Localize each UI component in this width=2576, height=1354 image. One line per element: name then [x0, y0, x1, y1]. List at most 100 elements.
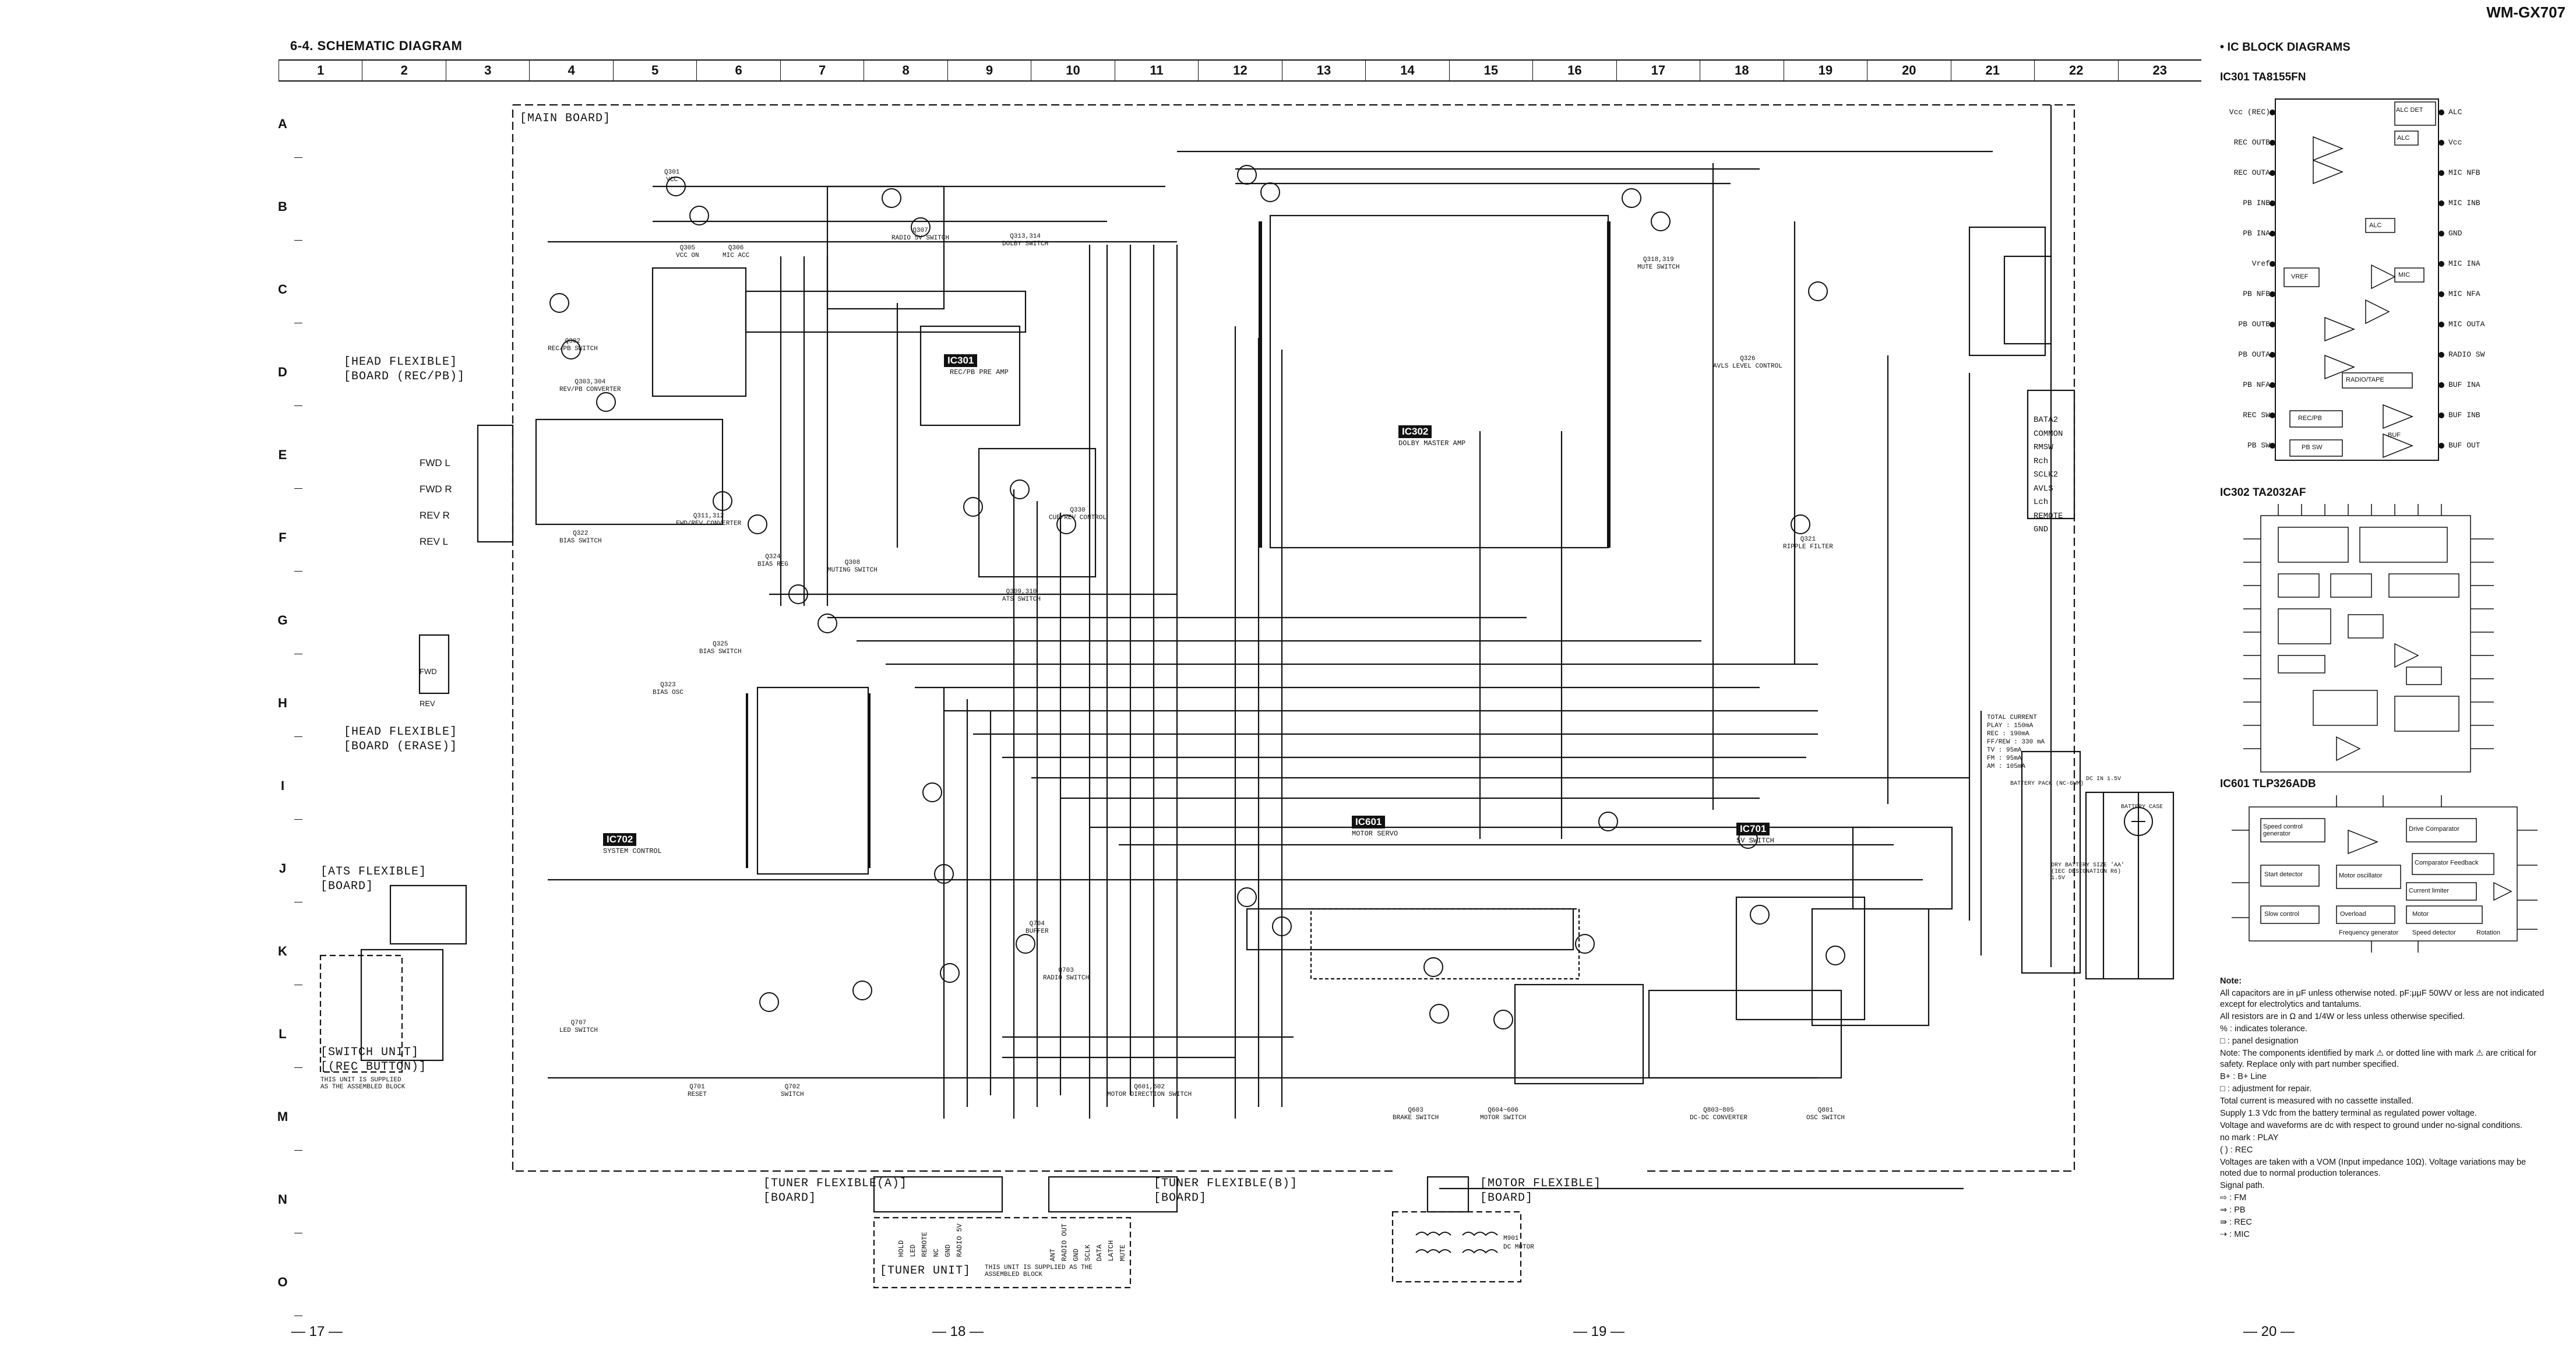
erase-pin-fwd: FWD [420, 667, 437, 676]
column-number: 12 [1198, 61, 1281, 80]
erase-pin-rev: REV [420, 699, 435, 708]
page-number: — 19 — [1573, 1324, 1625, 1339]
note-line: Total current is measured with no casset… [2220, 1096, 2414, 1106]
remote-connector: BATA2 COMMON RMSW Rch SCLK2 AVLS Lch REM… [2034, 414, 2063, 537]
note-line: Voltage and waveforms are dc with respec… [2220, 1121, 2523, 1130]
transistor-ref: Q306 [728, 245, 744, 252]
column-number: 10 [1031, 61, 1114, 80]
motor-desc: DC MOTOR [1503, 1244, 1534, 1251]
ic601-block-diagram: Speed control generator Drive Comparator… [2220, 795, 2546, 953]
transistor-ref: Q325 [713, 641, 728, 648]
row-letter: O [277, 1275, 288, 1289]
ic601-block: Speed detector [2412, 929, 2456, 936]
ic301-block-svg [2270, 98, 2444, 461]
row-letter: I [280, 778, 285, 793]
column-number: 22 [2034, 61, 2117, 80]
transistor-desc: BIAS REG [757, 561, 788, 568]
transistor-ref: Q322 [573, 530, 589, 537]
column-number: 13 [1281, 61, 1365, 80]
note-line: ⇒ : PB [2220, 1205, 2246, 1215]
ic301-pin-label: BUF OUT [2448, 441, 2480, 450]
ats-board-line1: [ATS FLEXIBLE] [320, 865, 427, 879]
ic302-label: IC302 [1398, 425, 1432, 438]
transistor-ref: Q601,602 [1134, 1084, 1165, 1091]
ic301-pin-label: Vcc [2448, 138, 2462, 147]
ic301-pin-label: PB SW [2247, 441, 2270, 450]
ic701-label: IC701 [1736, 823, 1770, 835]
ic301-pin-label: MIC INA [2448, 259, 2480, 268]
tuner-unit-note: THIS UNIT IS SUPPLIED AS THE ASSEMBLED B… [985, 1264, 1093, 1278]
row-letter: H [278, 696, 287, 710]
row-divider [294, 157, 302, 158]
ic301-block: RADIO/TAPE [2346, 376, 2384, 383]
note-line: B+ : B+ Line [2220, 1072, 2267, 1081]
ic301-pin-label: BUF INB [2448, 411, 2480, 419]
row-divider [294, 1150, 302, 1151]
ic302-block-diagram [2243, 504, 2494, 773]
model-number: WM-GX707 [2486, 3, 2566, 21]
ic302-desc: DOLBY MASTER AMP [1398, 439, 1466, 447]
ic301-pin-label: REC SW [2243, 411, 2270, 419]
transistor-ref: Q324 [765, 553, 781, 560]
ic601-block: Rotation [2476, 929, 2500, 936]
page-number: — 20 — [2243, 1324, 2295, 1339]
ic601-block: Drive Comparator [2409, 826, 2459, 833]
head-erase-board-line1: [HEAD FLEXIBLE] [344, 725, 458, 739]
note-line: Note: [2220, 976, 2242, 986]
dc-in-label: DC IN 1.5V [2086, 776, 2122, 782]
transistor-desc: MIC ACC [723, 252, 750, 259]
ic301-pin-label: Vcc (REC) [2229, 108, 2270, 117]
transistor-desc: BIAS SWITCH [559, 538, 602, 545]
transistor-desc: OSC SWITCH [1806, 1115, 1845, 1122]
transistor-desc: BIAS SWITCH [699, 648, 742, 655]
row-divider [294, 819, 302, 820]
ic301-block: ALC DET [2396, 107, 2423, 114]
column-number: 1 [279, 61, 362, 80]
transistor-desc: LED SWITCH [559, 1027, 598, 1034]
transistor-ref: Q313,314 [1010, 233, 1041, 240]
column-number: 23 [2117, 61, 2201, 80]
note-line: no mark : PLAY [2220, 1133, 2279, 1143]
ic301-pin-label: MIC NFA [2448, 290, 2480, 298]
transistor-ref: Q604~606 [1488, 1107, 1519, 1114]
ic601-label: IC601 [1352, 816, 1386, 828]
transistor-desc: REV/PB CONVERTER [559, 386, 621, 393]
ic302-block-title: IC302 TA2032AF [2220, 486, 2306, 499]
column-number: 4 [529, 61, 612, 80]
row-divider [294, 736, 302, 737]
note-line: Supply 1.3 Vdc from the battery terminal… [2220, 1109, 2477, 1118]
ic301-pin-label: Vref [2251, 259, 2270, 268]
schematic-notes: Note:All capacitors are in μF unless oth… [2220, 976, 2546, 1242]
row-divider [294, 240, 302, 241]
ic-block-diagrams-title: • IC BLOCK DIAGRAMS [2220, 41, 2351, 54]
remote-pin: RMSW [2034, 443, 2053, 452]
transistor-ref: Q330 [1070, 507, 1086, 514]
column-number: 2 [362, 61, 445, 80]
switch-unit-line1: [SWITCH UNIT] [320, 1046, 420, 1059]
ic301-pin-label: REC OUTB [2233, 138, 2270, 147]
ic601-block: Current limiter [2409, 887, 2450, 894]
transistor-desc: RESET [688, 1091, 707, 1098]
transistor-ref: Q318,319 [1643, 256, 1674, 263]
remote-pin: AVLS [2034, 484, 2053, 493]
ic301-pin-label: PB INA [2243, 229, 2270, 238]
transistor-ref: Q303,304 [575, 379, 606, 386]
ic301-pin-label: ALC [2448, 108, 2462, 117]
ic301-pin-label: REC OUTA [2233, 168, 2270, 177]
column-number: 21 [1950, 61, 2034, 80]
